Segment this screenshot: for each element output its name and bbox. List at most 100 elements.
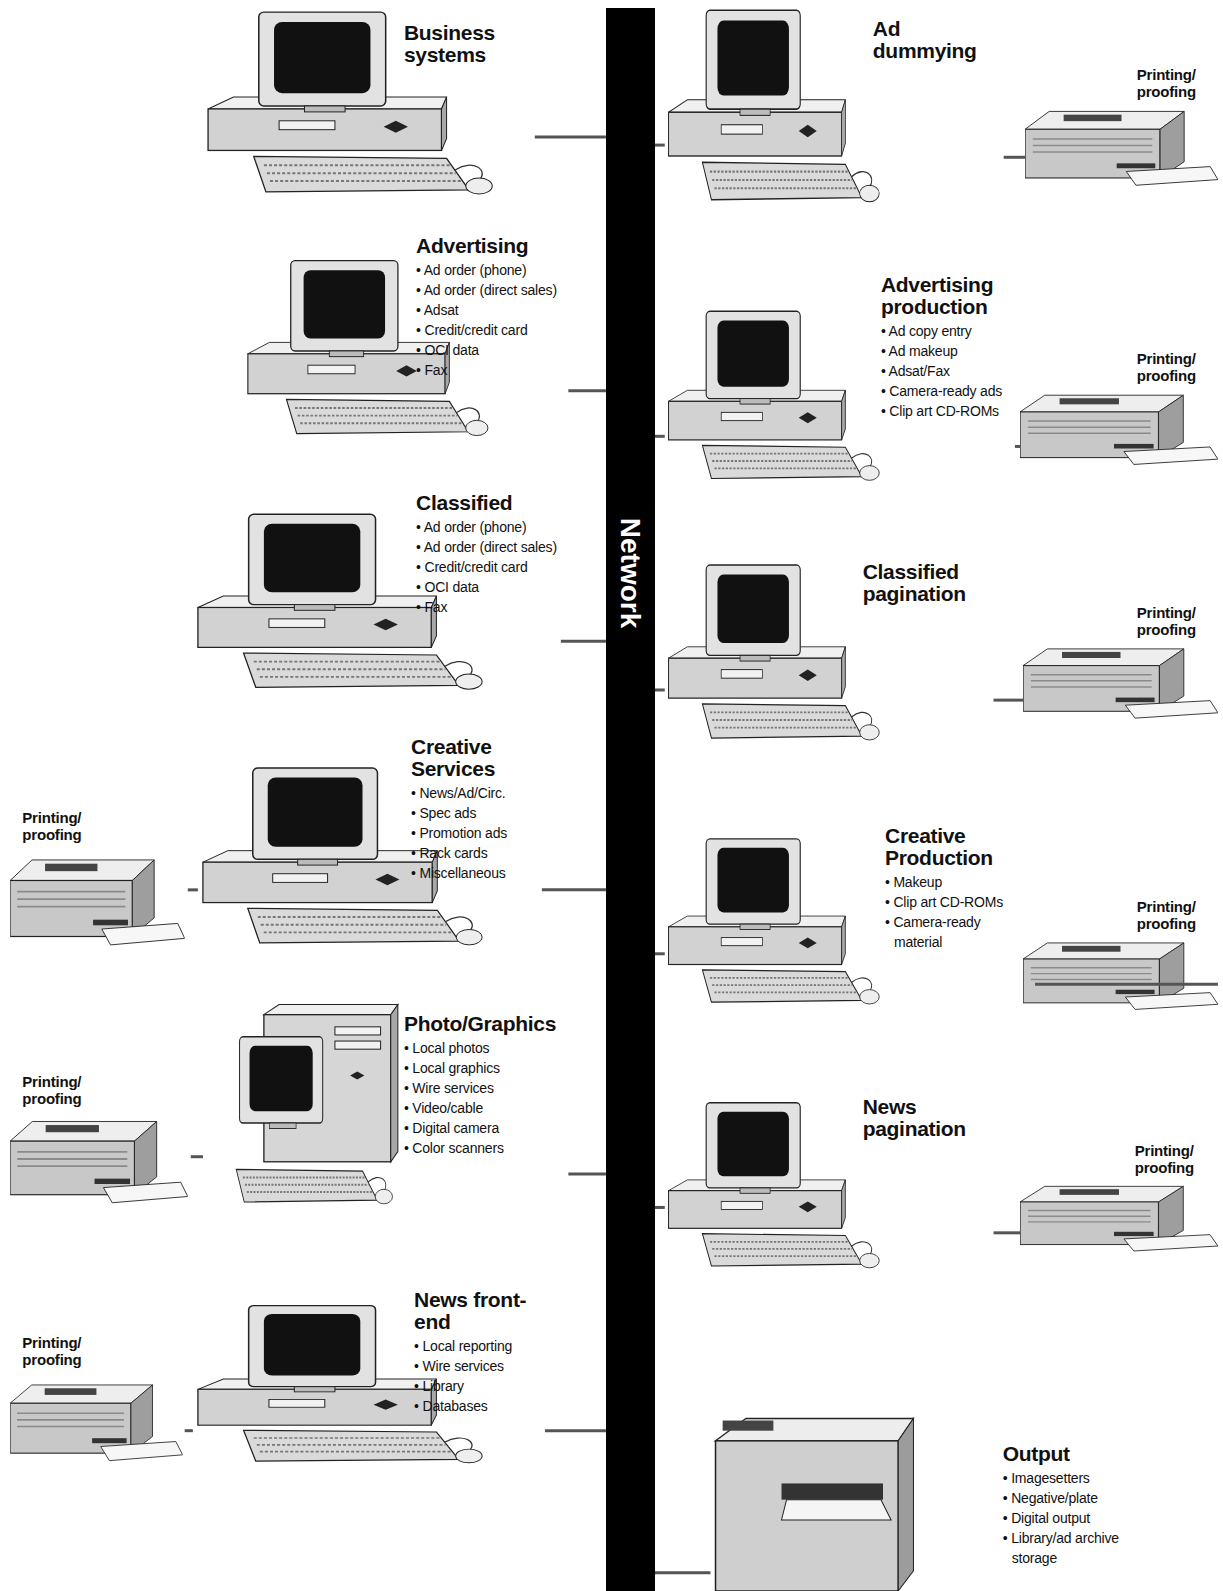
station-heading: Advertising production bbox=[881, 274, 1008, 318]
feature-item: • Credit/credit card bbox=[416, 557, 557, 577]
tower-side bbox=[391, 1005, 398, 1162]
printer bbox=[1023, 943, 1218, 1009]
feature-item: • Digital camera bbox=[404, 1118, 556, 1138]
printer-label: Printing/ proofing bbox=[1137, 66, 1196, 100]
station-heading: Creative Production bbox=[885, 825, 1012, 869]
network-cable bbox=[1035, 983, 1218, 986]
output-slot bbox=[782, 1483, 883, 1499]
printer bbox=[1025, 111, 1218, 185]
network-cable bbox=[188, 888, 198, 891]
feature-item: • Library/ad archive storage bbox=[1003, 1528, 1164, 1568]
feature-item: • Local photos bbox=[404, 1038, 556, 1058]
printer: Printing/ proofing bbox=[1025, 66, 1218, 188]
network-bus: Network bbox=[606, 8, 655, 1591]
station-text: Creative Production• Makeup• Clip art CD… bbox=[885, 825, 1031, 952]
power-light bbox=[350, 1071, 364, 1079]
printer-label: Printing/ proofing bbox=[22, 809, 81, 843]
feature-item: • Camera-ready material bbox=[885, 912, 1031, 952]
station-heading: Creative Services bbox=[411, 736, 538, 780]
drive-bay bbox=[335, 1027, 381, 1035]
station-heading: Output bbox=[1003, 1443, 1164, 1465]
printer: Printing/ proofing bbox=[10, 1334, 185, 1463]
network-cable bbox=[655, 952, 665, 955]
feature-item: • Clip art CD-ROMs bbox=[881, 401, 1008, 421]
imagesetter-top bbox=[716, 1419, 914, 1441]
imagesetter-side bbox=[898, 1419, 913, 1591]
station-heading: Classified pagination bbox=[863, 561, 990, 605]
feature-item: • Miscellaneous bbox=[411, 863, 538, 883]
feature-item: • Ad order (direct sales) bbox=[416, 537, 557, 557]
feature-item: • Local graphics bbox=[404, 1058, 556, 1078]
workstation: Advertising production• Ad copy entry• A… bbox=[665, 274, 1015, 484]
feature-item: • Digital output bbox=[1003, 1508, 1164, 1528]
computer bbox=[669, 839, 880, 1004]
feature-item: • Clip art CD-ROMs bbox=[885, 892, 1031, 912]
printer bbox=[10, 860, 185, 945]
imagesetter-body bbox=[716, 1441, 899, 1591]
network-cable bbox=[1004, 156, 1025, 159]
printer-label: Printing/ proofing bbox=[22, 1073, 81, 1107]
station-text: Creative Services• News/Ad/Circ.• Spec a… bbox=[411, 736, 538, 883]
station-heading: Ad dummying bbox=[873, 18, 1000, 62]
network-cable bbox=[191, 1155, 203, 1158]
feature-item: • Ad order (direct sales) bbox=[416, 280, 557, 300]
network-cable bbox=[994, 1231, 1020, 1234]
printer: Printing/ proofing bbox=[10, 1073, 191, 1206]
feature-item: • Library bbox=[414, 1376, 541, 1396]
output-device: Output• Imagesetters• Negative/plate• Di… bbox=[710, 1415, 1168, 1591]
station-text: Output• Imagesetters• Negative/plate• Di… bbox=[1003, 1443, 1164, 1568]
station-text: Classified• Ad order (phone)• Ad order (… bbox=[416, 492, 557, 617]
network-cable bbox=[655, 688, 665, 691]
workstation: Business systems bbox=[203, 10, 535, 198]
printer-label: Printing/ proofing bbox=[1137, 350, 1196, 384]
feature-item: • Promotion ads bbox=[411, 823, 538, 843]
printer: Printing/ proofing bbox=[1023, 604, 1218, 721]
station-heading: News pagination bbox=[863, 1096, 990, 1140]
printer: Printing/ proofing bbox=[1023, 898, 1218, 1012]
network-cable bbox=[655, 1206, 665, 1209]
network-cable bbox=[535, 135, 606, 138]
station-text: Business systems bbox=[404, 22, 531, 69]
feature-item: • Wire services bbox=[404, 1078, 556, 1098]
feature-item: • Color scanners bbox=[404, 1138, 556, 1158]
film-feed bbox=[723, 1421, 774, 1431]
imagesetter bbox=[716, 1419, 914, 1591]
network-cable bbox=[545, 1429, 606, 1432]
feature-item: • Ad order (phone) bbox=[416, 517, 557, 537]
printer bbox=[1020, 395, 1218, 464]
printer bbox=[10, 1121, 188, 1202]
station-heading: Business systems bbox=[404, 22, 531, 66]
feature-item: • Wire services bbox=[414, 1356, 541, 1376]
workstation: Photo/Graphics• Local photos• Local grap… bbox=[203, 1013, 568, 1208]
station-heading: Advertising bbox=[416, 235, 557, 257]
feature-item: • Video/cable bbox=[404, 1098, 556, 1118]
printer bbox=[1023, 649, 1218, 718]
printer: Printing/ proofing bbox=[1020, 1142, 1218, 1254]
printer bbox=[10, 1385, 183, 1461]
computer bbox=[669, 10, 880, 202]
feature-item: • Rack cards bbox=[411, 843, 538, 863]
network-cable bbox=[561, 640, 606, 643]
feature-item: • Adsat/Fax bbox=[881, 361, 1008, 381]
network-label: Network bbox=[615, 518, 645, 628]
network-cable bbox=[655, 435, 665, 438]
feature-item: • Credit/credit card bbox=[416, 320, 557, 340]
printer bbox=[1020, 1186, 1218, 1251]
workstation: Classified pagination bbox=[665, 561, 994, 744]
workstation: Advertising• Ad order (phone)• Ad order … bbox=[244, 235, 569, 438]
workstation: Classified• Ad order (phone)• Ad order (… bbox=[193, 492, 561, 692]
feature-item: • Fax bbox=[416, 597, 557, 617]
network-cable bbox=[655, 144, 665, 147]
station-text: Classified pagination bbox=[863, 561, 990, 608]
workstation: Ad dummying bbox=[665, 8, 1004, 206]
station-text: Advertising production• Ad copy entry• A… bbox=[881, 274, 1008, 421]
workstation: Creative Services• News/Ad/Circ.• Spec a… bbox=[198, 736, 542, 949]
feature-item: • Adsat bbox=[416, 300, 557, 320]
printer: Printing/ proofing bbox=[10, 809, 188, 948]
feature-item: • OCI data bbox=[416, 577, 557, 597]
feature-item: • Spec ads bbox=[411, 803, 538, 823]
workstation: News pagination bbox=[665, 1096, 994, 1272]
computer bbox=[669, 565, 880, 740]
station-text: Advertising• Ad order (phone)• Ad order … bbox=[416, 235, 557, 380]
